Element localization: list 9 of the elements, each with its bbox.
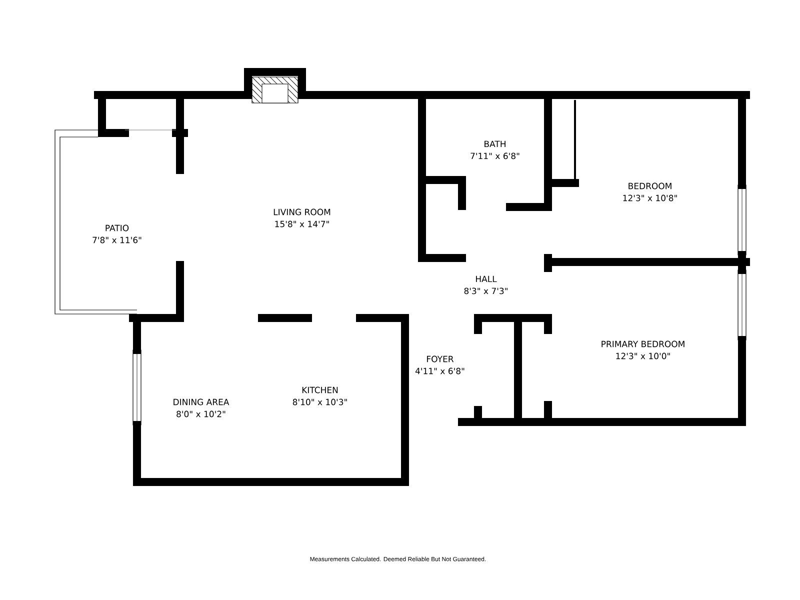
room-label: PRIMARY BEDROOM 12'3" x 10'0" bbox=[602, 340, 684, 360]
room-label: DINING AREA 8'0" x 10'2" bbox=[174, 398, 230, 418]
room-label: LIVING ROOM 15'8" x 14'7" bbox=[274, 208, 330, 228]
room-label: FOYER 4'11" x 6'8" bbox=[415, 356, 464, 374]
room-label: PATIO 7'8" x 11'6" bbox=[92, 224, 142, 244]
room-label: HALL 8'3" x 7'3" bbox=[464, 276, 508, 294]
room-label: BATH 7'11" x 6'8" bbox=[470, 140, 520, 160]
room-label: BEDROOM 12'3" x 10'8" bbox=[623, 182, 677, 202]
room-label: KITCHEN 8'10" x 10'3" bbox=[292, 386, 347, 406]
